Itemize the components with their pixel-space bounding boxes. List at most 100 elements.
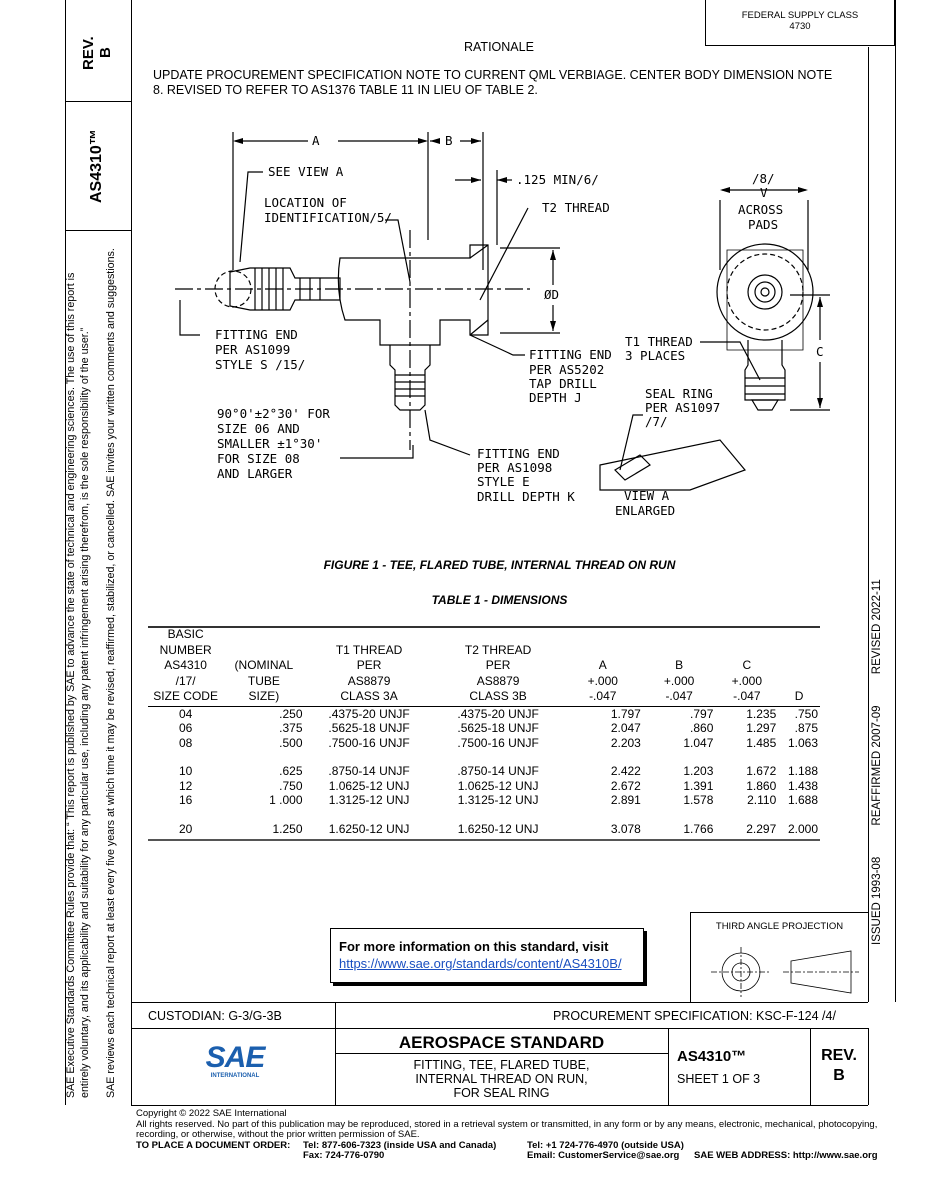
custodian-divider: [335, 1002, 336, 1028]
table-cell: 1.6250-12 UNJ: [433, 807, 563, 841]
table-header-line: PER: [356, 658, 382, 672]
table-cell: .625: [279, 764, 303, 778]
table-cell: 2.891: [610, 793, 641, 807]
standard-type: AEROSPACE STANDARD: [398, 1033, 605, 1052]
table-cell: .8750-14 UNJF: [328, 764, 410, 778]
table-cell: .797: [690, 706, 714, 721]
table-header-line: TUBE: [247, 673, 280, 688]
table-cell: .4375-20 UNJF: [457, 706, 539, 721]
table-cell: 1.766: [642, 807, 716, 841]
table-cell: .7500-16 UNJF: [457, 735, 539, 750]
table-cell: 1.0625-12 UNJ: [328, 778, 410, 793]
table-cell: 1.6250-12 UNJ: [304, 807, 434, 841]
title-divider-2: [668, 1028, 669, 1105]
figure-caption: FIGURE 1 - TEE, FLARED TUBE, INTERNAL TH…: [323, 558, 676, 572]
tel-usa: Tel: 877-606-7323 (inside USA and Canada…: [303, 1139, 497, 1151]
table-header-line: -.047: [589, 689, 617, 703]
side-disclaimer-2: entirely voluntary, and its applicabilit…: [79, 327, 91, 1098]
label-seal-ring-3: /7/: [645, 414, 668, 429]
side-rev-label: REV.: [80, 36, 97, 70]
table-cell: 2.422: [610, 764, 641, 778]
label-dim-c: C: [816, 344, 824, 359]
reaffirmed-date: REAFFIRMED 2007-09: [871, 705, 883, 826]
table-header-line: +.000: [731, 673, 762, 688]
table-cell: .5625-18 UNJF: [457, 721, 539, 735]
table-cell: 20: [148, 807, 224, 841]
table-header-line: A: [598, 658, 607, 672]
table-cell: 1.250: [223, 807, 305, 841]
label-angle-2: SIZE 06 AND: [217, 421, 300, 436]
standard-link[interactable]: https://www.sae.org/standards/content/AS…: [339, 956, 622, 971]
table-header-line: -.047: [665, 689, 693, 703]
label-fe5202-2: PER AS5202: [529, 362, 604, 377]
table-cell: .375: [279, 721, 303, 735]
table-cell: 3.078: [562, 807, 643, 841]
table-cell: .7500-16 UNJF: [328, 735, 410, 750]
label-seal-ring-1: SEAL RING: [645, 386, 713, 401]
table-cell: .5625-18 UNJF: [328, 721, 410, 735]
title-block-mid: [131, 1028, 868, 1029]
federal-supply-class-box: FEDERAL SUPPLY CLASS 4730: [705, 0, 895, 46]
table-cell: 1.797: [610, 706, 641, 721]
label-fe1099-3: STYLE S /15/: [215, 357, 305, 372]
label-angle-4: FOR SIZE 08: [217, 451, 300, 466]
table-header-line: T1 THREAD: [335, 642, 403, 657]
label-across-pads-1: ACROSS: [738, 202, 783, 217]
rationale-heading: RATIONALE: [464, 40, 534, 54]
table-cell: 1.047: [683, 735, 714, 750]
table-header-line: +.000: [663, 673, 695, 688]
side-disclaimer-3: SAE reviews each technical report at lea…: [105, 248, 117, 1098]
table-cell: 1.860: [746, 778, 777, 793]
title-rev-label: REV.: [821, 1047, 857, 1064]
label-dim-a: A: [312, 133, 320, 148]
rationale-text: UPDATE PROCUREMENT SPECIFICATION NOTE TO…: [153, 68, 833, 97]
label-fe1098-3: STYLE E: [477, 474, 530, 489]
table-header-line: BASIC: [167, 627, 204, 641]
fsc-value: 4730: [789, 21, 811, 32]
label-note-8: /8/: [752, 171, 775, 186]
table-header-line: C: [742, 658, 752, 672]
email: Email: CustomerService@sae.org: [527, 1150, 680, 1161]
table-header-line: SIZE CODE: [153, 689, 218, 703]
table-cell: 2.110: [747, 793, 777, 807]
label-fe5202-3: TAP DRILL: [529, 376, 597, 391]
table-cell: .8750-14 UNJF: [457, 764, 539, 778]
frame-docnum-divider: [65, 230, 131, 231]
label-angle-5: AND LARGER: [217, 466, 293, 481]
info-text: For more information on this standard, v…: [339, 939, 609, 954]
figure-1-drawing: A B SEE VIEW A LOCATION OF IDENTIFICATIO…: [175, 132, 830, 518]
table-header-line: /17/: [175, 673, 196, 688]
side-rev-value: B: [97, 47, 114, 58]
label-fe1098-4: DRILL DEPTH K: [477, 489, 575, 504]
procurement-spec: PROCUREMENT SPECIFICATION: KSC-F-124 /4/: [553, 1009, 836, 1023]
frame-right-inner: [868, 47, 869, 1002]
table-header-cell: B+.000-.047: [642, 627, 716, 707]
table-cell: 2.000: [778, 807, 820, 841]
table-cell: 1.672: [746, 764, 777, 778]
table-cell: 04: [178, 706, 193, 721]
title-divider-4: [868, 1028, 869, 1105]
table-cell: 1.203: [683, 764, 714, 778]
title-doc-number: AS4310™: [677, 1048, 747, 1065]
table-header-line: CLASS 3A: [340, 689, 398, 703]
table-cell: .250: [279, 706, 303, 721]
projection-box: THIRD ANGLE PROJECTION: [690, 912, 868, 1002]
label-seal-ring-2: PER AS1097: [645, 400, 720, 415]
tel-outside: Tel: +1 724-776-4970 (outside USA): [527, 1139, 684, 1151]
table-cell: .750: [794, 706, 818, 721]
label-t1-thread-2: 3 PLACES: [625, 348, 685, 363]
label-angle-3: SMALLER ±1°30': [217, 436, 322, 451]
title-divider-3: [810, 1028, 811, 1105]
rights: All rights reserved. No part of this pub…: [136, 1118, 878, 1140]
table-cell: 1.688: [787, 793, 818, 807]
